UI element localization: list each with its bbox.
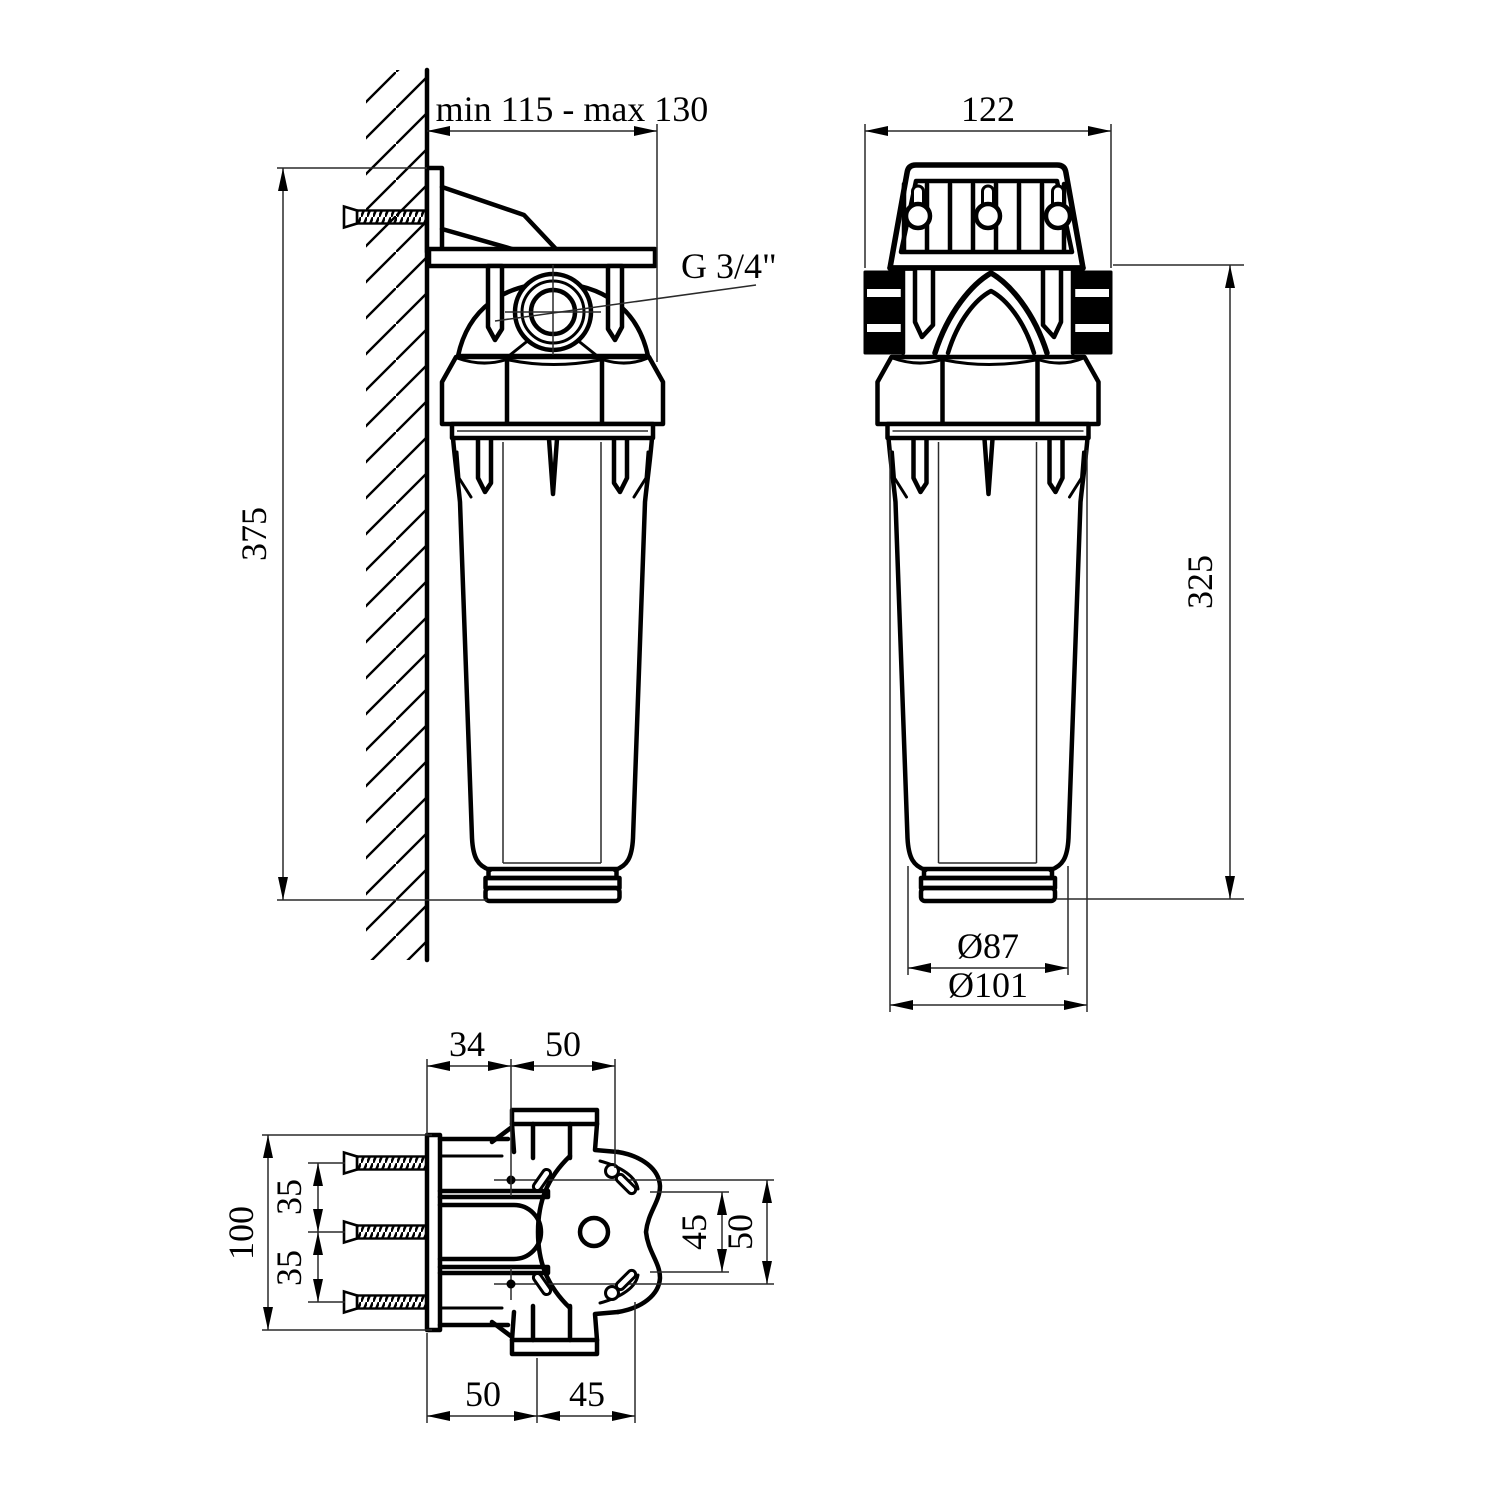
- bracket-arm-inner: [438, 1154, 504, 1310]
- head-arch-inner: [945, 288, 1037, 356]
- port-hex-bottom: [509, 1337, 600, 1357]
- head-top-view: [489, 1107, 774, 1357]
- dim-base-left-50-label: 50: [465, 1374, 501, 1414]
- center-boss: [577, 1215, 611, 1249]
- port-right: [1071, 270, 1113, 355]
- inner-slot-bottom: [531, 1271, 553, 1297]
- bracket-gusset: [439, 184, 559, 252]
- port-hex-top: [509, 1107, 600, 1127]
- bracket-arm-outer: [437, 1136, 511, 1328]
- clamp-tab-left: [485, 263, 505, 343]
- dimension-diameter-101: Ø101: [889, 450, 1088, 1012]
- thread-callout: G 3/4": [494, 246, 777, 322]
- dim-screw-gap-bottom-label: 35: [269, 1250, 309, 1286]
- wing-inner-lines: [598, 1159, 640, 1305]
- side-view: min 115 - max 130 375 G 3/4": [234, 67, 777, 963]
- bracket-back-plate: [424, 1132, 443, 1333]
- dimension-depth: min 115 - max 130: [427, 89, 708, 362]
- dim-base-right-45-label: 45: [569, 1374, 605, 1414]
- dim-hole-spacing-50-label: 50: [545, 1024, 581, 1064]
- bracket-plate: [426, 246, 658, 269]
- wall-hatch-section: [366, 70, 427, 960]
- top-view: 34 50 100 35 35 45: [221, 1024, 774, 1423]
- clamp-tab-front-right: [1040, 265, 1064, 340]
- dimension-slot-spacing-45: 45: [650, 1191, 729, 1273]
- head-right-profile: [615, 1149, 663, 1315]
- dim-depth-label: min 115 - max 130: [436, 89, 709, 129]
- dim-diameter-87-label: Ø87: [957, 926, 1019, 966]
- head-arch-outer: [932, 270, 1050, 356]
- dim-slot-spacing-45-label: 45: [674, 1214, 714, 1250]
- port-crosshair: [505, 265, 601, 359]
- dim-flange-span-50-label: 50: [720, 1214, 760, 1250]
- port-left: [863, 270, 905, 355]
- dimension-width-122: 122: [864, 89, 1112, 268]
- screw-hole-bottom: [506, 1279, 516, 1289]
- bracket-channel-slot: [437, 1202, 544, 1262]
- dim-screw-gap-top-label: 35: [269, 1179, 309, 1215]
- dimension-base-spans: 50 45: [426, 1302, 636, 1423]
- inner-slot-top: [531, 1167, 553, 1193]
- dimension-screw-gaps-35: 35 35: [269, 1162, 345, 1303]
- bracket-keyholes: [903, 184, 1073, 231]
- dimension-flange-span-50: 50: [720, 1180, 772, 1284]
- dim-width-122-label: 122: [961, 89, 1015, 129]
- dimension-diameter-87: Ø87: [907, 866, 1069, 975]
- front-view: 122 325 Ø87 Ø101: [863, 89, 1244, 1012]
- dimension-height-375: 375: [234, 167, 487, 901]
- dimension-plate-height-100: 100: [221, 1134, 432, 1331]
- bracket-wall-tab: [424, 165, 445, 255]
- clamp-tab-front-left: [912, 265, 936, 340]
- dome-arc-top-view: [535, 1153, 573, 1311]
- dimension-hole-spacing-50: 50: [511, 1024, 616, 1168]
- thread-label: G 3/4": [681, 246, 777, 286]
- dimension-offset-34: 34: [426, 1024, 512, 1196]
- clamp-tab-right: [605, 263, 625, 343]
- dim-diameter-101-label: Ø101: [948, 965, 1028, 1005]
- head-front: [863, 265, 1113, 356]
- dim-plate-height-100-label: 100: [221, 1206, 261, 1260]
- bracket-channel-walls: [437, 1188, 551, 1276]
- dimension-height-325: 325: [1057, 264, 1244, 900]
- dim-height-325-label: 325: [1180, 555, 1220, 609]
- dim-offset-34-label: 34: [449, 1024, 485, 1064]
- dim-height-375-label: 375: [234, 507, 274, 561]
